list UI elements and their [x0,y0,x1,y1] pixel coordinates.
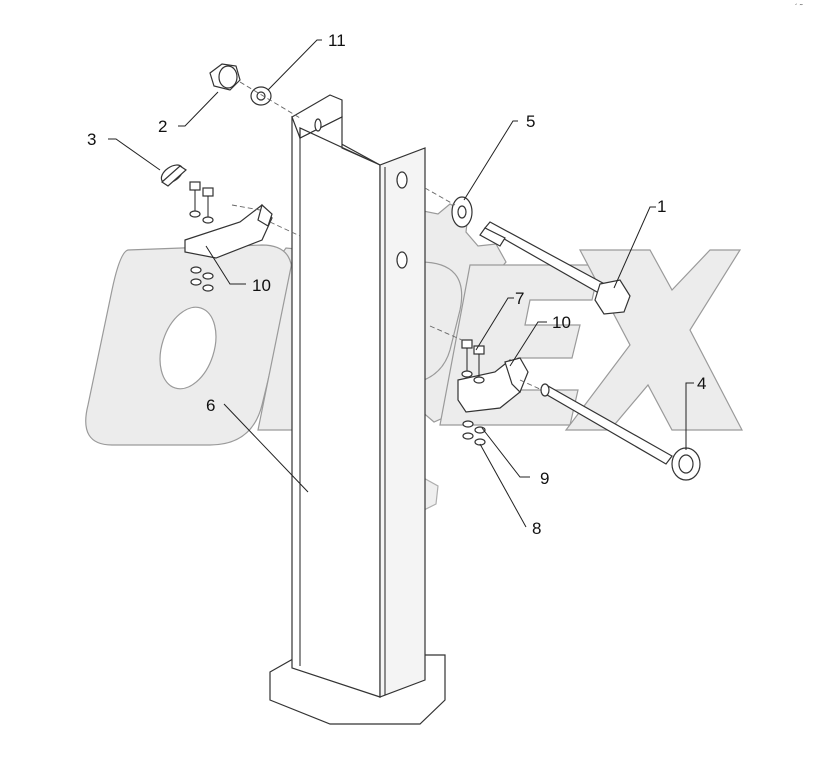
nuts-part-8 [462,432,486,446]
callout-2: 2 [158,117,167,136]
pin-part-4 [540,383,701,481]
callout-3: 3 [87,130,96,149]
callout-8: 8 [532,519,541,538]
callout-7: 7 [515,289,524,308]
bracket-part-10-lower [429,325,529,446]
callout-11: 11 [328,31,346,50]
post-hole-lower [396,251,408,269]
post-slot [314,118,322,132]
post-side-face [379,147,426,698]
washer-part-5 [451,196,473,228]
callout-6: 6 [206,396,215,415]
nut-part-2 [209,63,241,91]
clip-part-3 [160,164,187,187]
post-top-flange [291,94,343,139]
callout-1: 1 [657,197,666,216]
bracket-part-10-upper [184,181,301,292]
bolt-part-1 [479,221,631,315]
post-hole-upper [396,171,408,189]
post-part-6 [269,94,446,725]
callout-4: 4 [697,374,706,393]
callout-10-upper: 10 [252,276,271,295]
callout-9: 9 [540,469,549,488]
callout-labels: 1 2 3 4 5 6 7 8 9 10 10 11 [87,31,706,538]
callout-5: 5 [526,112,535,131]
post-front-face [291,115,381,698]
leader-lines [108,39,694,528]
bolt-pair-part-7 [461,339,485,384]
callout-10-lower: 10 [552,313,571,332]
bolt-pair-upper [189,181,214,292]
corner-mark: ´ ˜ [795,3,803,12]
